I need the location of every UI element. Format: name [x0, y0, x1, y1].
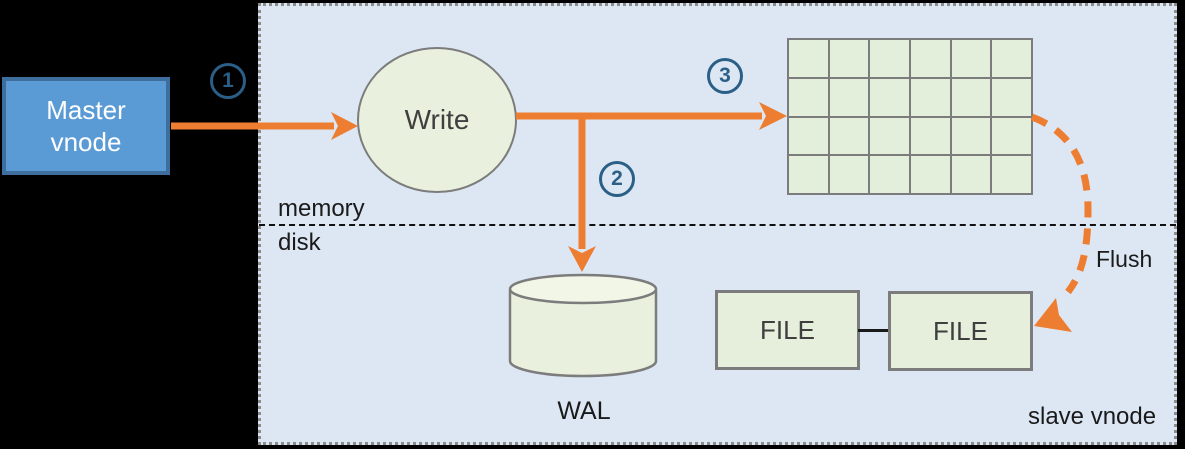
memory-disk-divider — [259, 224, 1176, 226]
grid-cell — [992, 156, 1031, 193]
master-vnode-label-line1: Master — [46, 95, 126, 125]
grid-cell — [911, 117, 950, 155]
grid-cell — [951, 78, 991, 116]
grid-cell — [829, 40, 869, 77]
grid-cell — [911, 40, 950, 77]
slave-vnode-label: slave vnode — [1028, 403, 1157, 430]
file-node-1: FILE — [715, 290, 860, 370]
grid-cell — [789, 117, 828, 155]
grid-cell — [992, 78, 1031, 116]
step-3-badge: 3 — [707, 58, 743, 94]
grid-cell — [789, 156, 828, 193]
grid-cell — [829, 117, 869, 155]
step-1-badge: 1 — [210, 63, 246, 99]
master-vnode-node: Master vnode — [2, 77, 170, 175]
wal-cylinder-body — [508, 290, 658, 378]
grid-cell — [789, 40, 828, 77]
grid-cell — [789, 78, 828, 116]
grid-cell — [870, 78, 909, 116]
grid-cell — [870, 40, 909, 77]
grid-cell — [870, 156, 909, 193]
grid-cell — [951, 156, 991, 193]
grid-cell — [829, 156, 869, 193]
file-node-2: FILE — [888, 291, 1033, 371]
grid-cell — [829, 78, 869, 116]
grid-cell — [870, 117, 909, 155]
grid-cell — [992, 117, 1031, 155]
flush-label: Flush — [1096, 246, 1153, 272]
grid-cell — [911, 156, 950, 193]
grid-cell — [911, 78, 950, 116]
wal-cylinder-top — [508, 273, 658, 305]
step-2-badge: 2 — [599, 161, 635, 197]
master-vnode-label-line2: vnode — [50, 127, 122, 157]
file-connector-line — [858, 329, 890, 332]
disk-label: disk — [278, 229, 321, 256]
wal-label: WAL — [557, 397, 611, 425]
wal-cylinder — [508, 273, 658, 378]
grid-cell — [992, 40, 1031, 77]
grid-cell — [951, 40, 991, 77]
cache-grid — [787, 38, 1033, 195]
write-node: Write — [357, 47, 517, 193]
memory-label: memory — [278, 195, 365, 222]
grid-cell — [951, 117, 991, 155]
